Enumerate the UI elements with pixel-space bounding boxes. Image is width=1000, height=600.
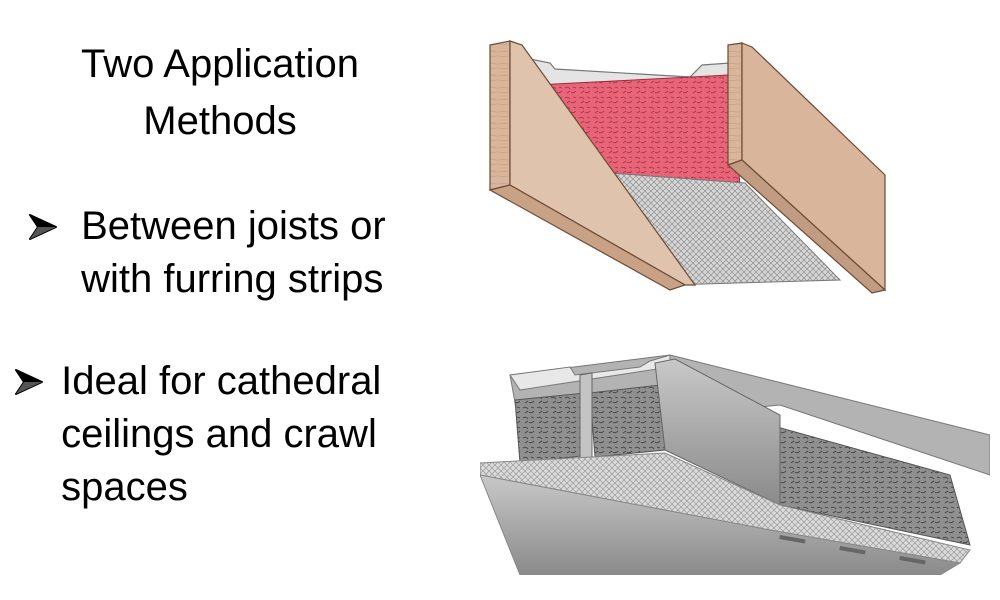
bullet-text: Between joists or with furring strips	[81, 200, 441, 306]
arrowhead-bullet-icon	[28, 200, 70, 240]
bullet-line: spaces	[61, 465, 188, 509]
title-line-2: Methods	[143, 99, 297, 143]
cathedral-ceiling-illustration	[480, 354, 990, 575]
bullet-line: Between joists or	[81, 204, 386, 248]
bullet-item-joists: Between joists or with furring strips	[28, 200, 441, 306]
title-line-1: Two Application	[81, 42, 359, 86]
bullet-item-cathedral: Ideal for cathedral ceilings and crawl s…	[14, 355, 431, 514]
gray-insulation	[514, 392, 591, 464]
bullet-line: with furring strips	[81, 257, 384, 301]
left-joist	[509, 40, 697, 286]
bullet-line: ceilings and crawl	[61, 412, 377, 456]
right-joist	[741, 42, 886, 292]
bullet-line: Ideal for cathedral	[61, 359, 382, 403]
bullet-text: Ideal for cathedral ceilings and crawl s…	[61, 355, 431, 514]
slide-title: Two Application Methods	[20, 36, 420, 150]
arrowhead-bullet-icon	[14, 355, 50, 395]
joist-insulation-illustration	[488, 40, 887, 294]
gray-joist	[654, 358, 781, 506]
